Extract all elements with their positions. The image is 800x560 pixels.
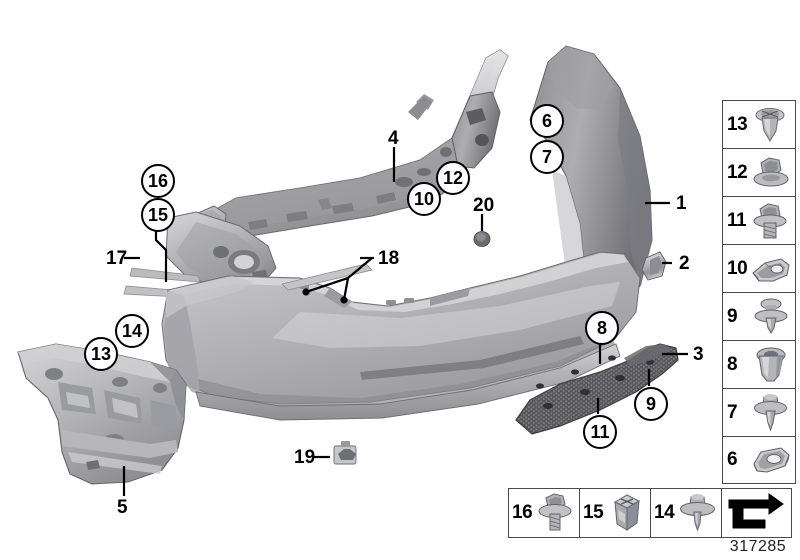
callout-9[interactable]: 9 — [634, 387, 668, 421]
callout-7[interactable]: 7 — [530, 140, 564, 174]
legend-number-10: 10 — [727, 257, 748, 279]
drawing-number: 317285 — [729, 538, 787, 555]
push-rivet-icon — [755, 107, 785, 142]
fastener-legend-sidebar: 13 12 11 — [722, 100, 796, 484]
part-beam-left-support — [123, 211, 277, 299]
legend-cell-arrow[interactable] — [721, 488, 792, 538]
callout-16[interactable]: 16 — [141, 164, 175, 198]
legend-cell-15[interactable]: 15 — [579, 488, 650, 538]
legend-cell-13[interactable]: 13 — [722, 100, 796, 148]
part-5-mounting-bracket — [17, 343, 187, 485]
legend-number-13: 13 — [727, 113, 748, 135]
part-3-lower-mesh-panel — [515, 343, 679, 435]
legend-cell-14[interactable]: 14 — [650, 488, 721, 538]
part-2-small-bracket — [641, 251, 667, 281]
hex-screw-icon — [538, 493, 572, 531]
callout-18[interactable]: 18 — [378, 248, 400, 269]
legend-number-11: 11 — [727, 209, 747, 231]
callout-8[interactable]: 8 — [585, 311, 619, 345]
callout-15[interactable]: 15 — [141, 198, 175, 232]
spring-clip-icon — [752, 257, 790, 281]
legend-number-16: 16 — [512, 502, 533, 523]
callout-6[interactable]: 6 — [530, 104, 564, 138]
bent-arrow-icon — [728, 493, 784, 529]
expansion-nut-icon — [613, 494, 641, 531]
legend-number-6: 6 — [727, 449, 738, 470]
legend-number-7: 7 — [727, 401, 738, 423]
callout-17[interactable]: 17 — [106, 248, 128, 269]
legend-cell-7[interactable]: 7 — [722, 388, 796, 436]
callout-14[interactable]: 14 — [115, 314, 149, 348]
callout-12[interactable]: 12 — [436, 161, 470, 195]
callout-10[interactable]: 10 — [407, 182, 441, 216]
expanding-rivet-icon — [754, 298, 788, 334]
callout-1[interactable]: 1 — [676, 193, 687, 214]
trim-clip-icon — [680, 494, 715, 532]
grommet-icon — [756, 347, 786, 381]
plastic-rivet-icon — [754, 393, 787, 431]
callout-19[interactable]: 19 — [294, 447, 316, 468]
callout-2[interactable]: 2 — [679, 253, 690, 274]
legend-cell-12[interactable]: 12 — [722, 148, 796, 196]
part-20-plug — [473, 231, 491, 247]
legend-cell-10[interactable]: 10 — [722, 244, 796, 292]
legend-number-14: 14 — [654, 502, 675, 523]
part-18-upper-strip — [281, 263, 373, 291]
legend-cell-11[interactable]: 11 — [722, 196, 796, 244]
legend-cell-16[interactable]: 16 — [508, 488, 579, 538]
flange-nut-icon — [753, 156, 789, 186]
part-19-clip — [333, 441, 357, 465]
legend-cell-8[interactable]: 8 — [722, 340, 796, 388]
callout-5[interactable]: 5 — [117, 497, 128, 518]
legend-cell-6[interactable]: 6 — [722, 436, 796, 484]
callout-4[interactable]: 4 — [388, 128, 399, 149]
callout-11[interactable]: 11 — [583, 415, 617, 449]
legend-number-12: 12 — [727, 161, 748, 183]
u-nut-clip-icon — [753, 447, 790, 473]
leader-endpoint-dots — [302, 288, 348, 304]
legend-number-9: 9 — [727, 305, 738, 327]
fastener-legend-bottom-row: 16 15 14 — [508, 488, 792, 538]
legend-cell-9[interactable]: 9 — [722, 292, 796, 340]
legend-number-15: 15 — [583, 502, 604, 523]
callout-20[interactable]: 20 — [473, 195, 495, 216]
legend-number-8: 8 — [727, 353, 738, 375]
hex-bolt-washer-icon — [753, 202, 787, 238]
callout-3[interactable]: 3 — [693, 344, 704, 365]
callout-13[interactable]: 13 — [84, 337, 118, 371]
